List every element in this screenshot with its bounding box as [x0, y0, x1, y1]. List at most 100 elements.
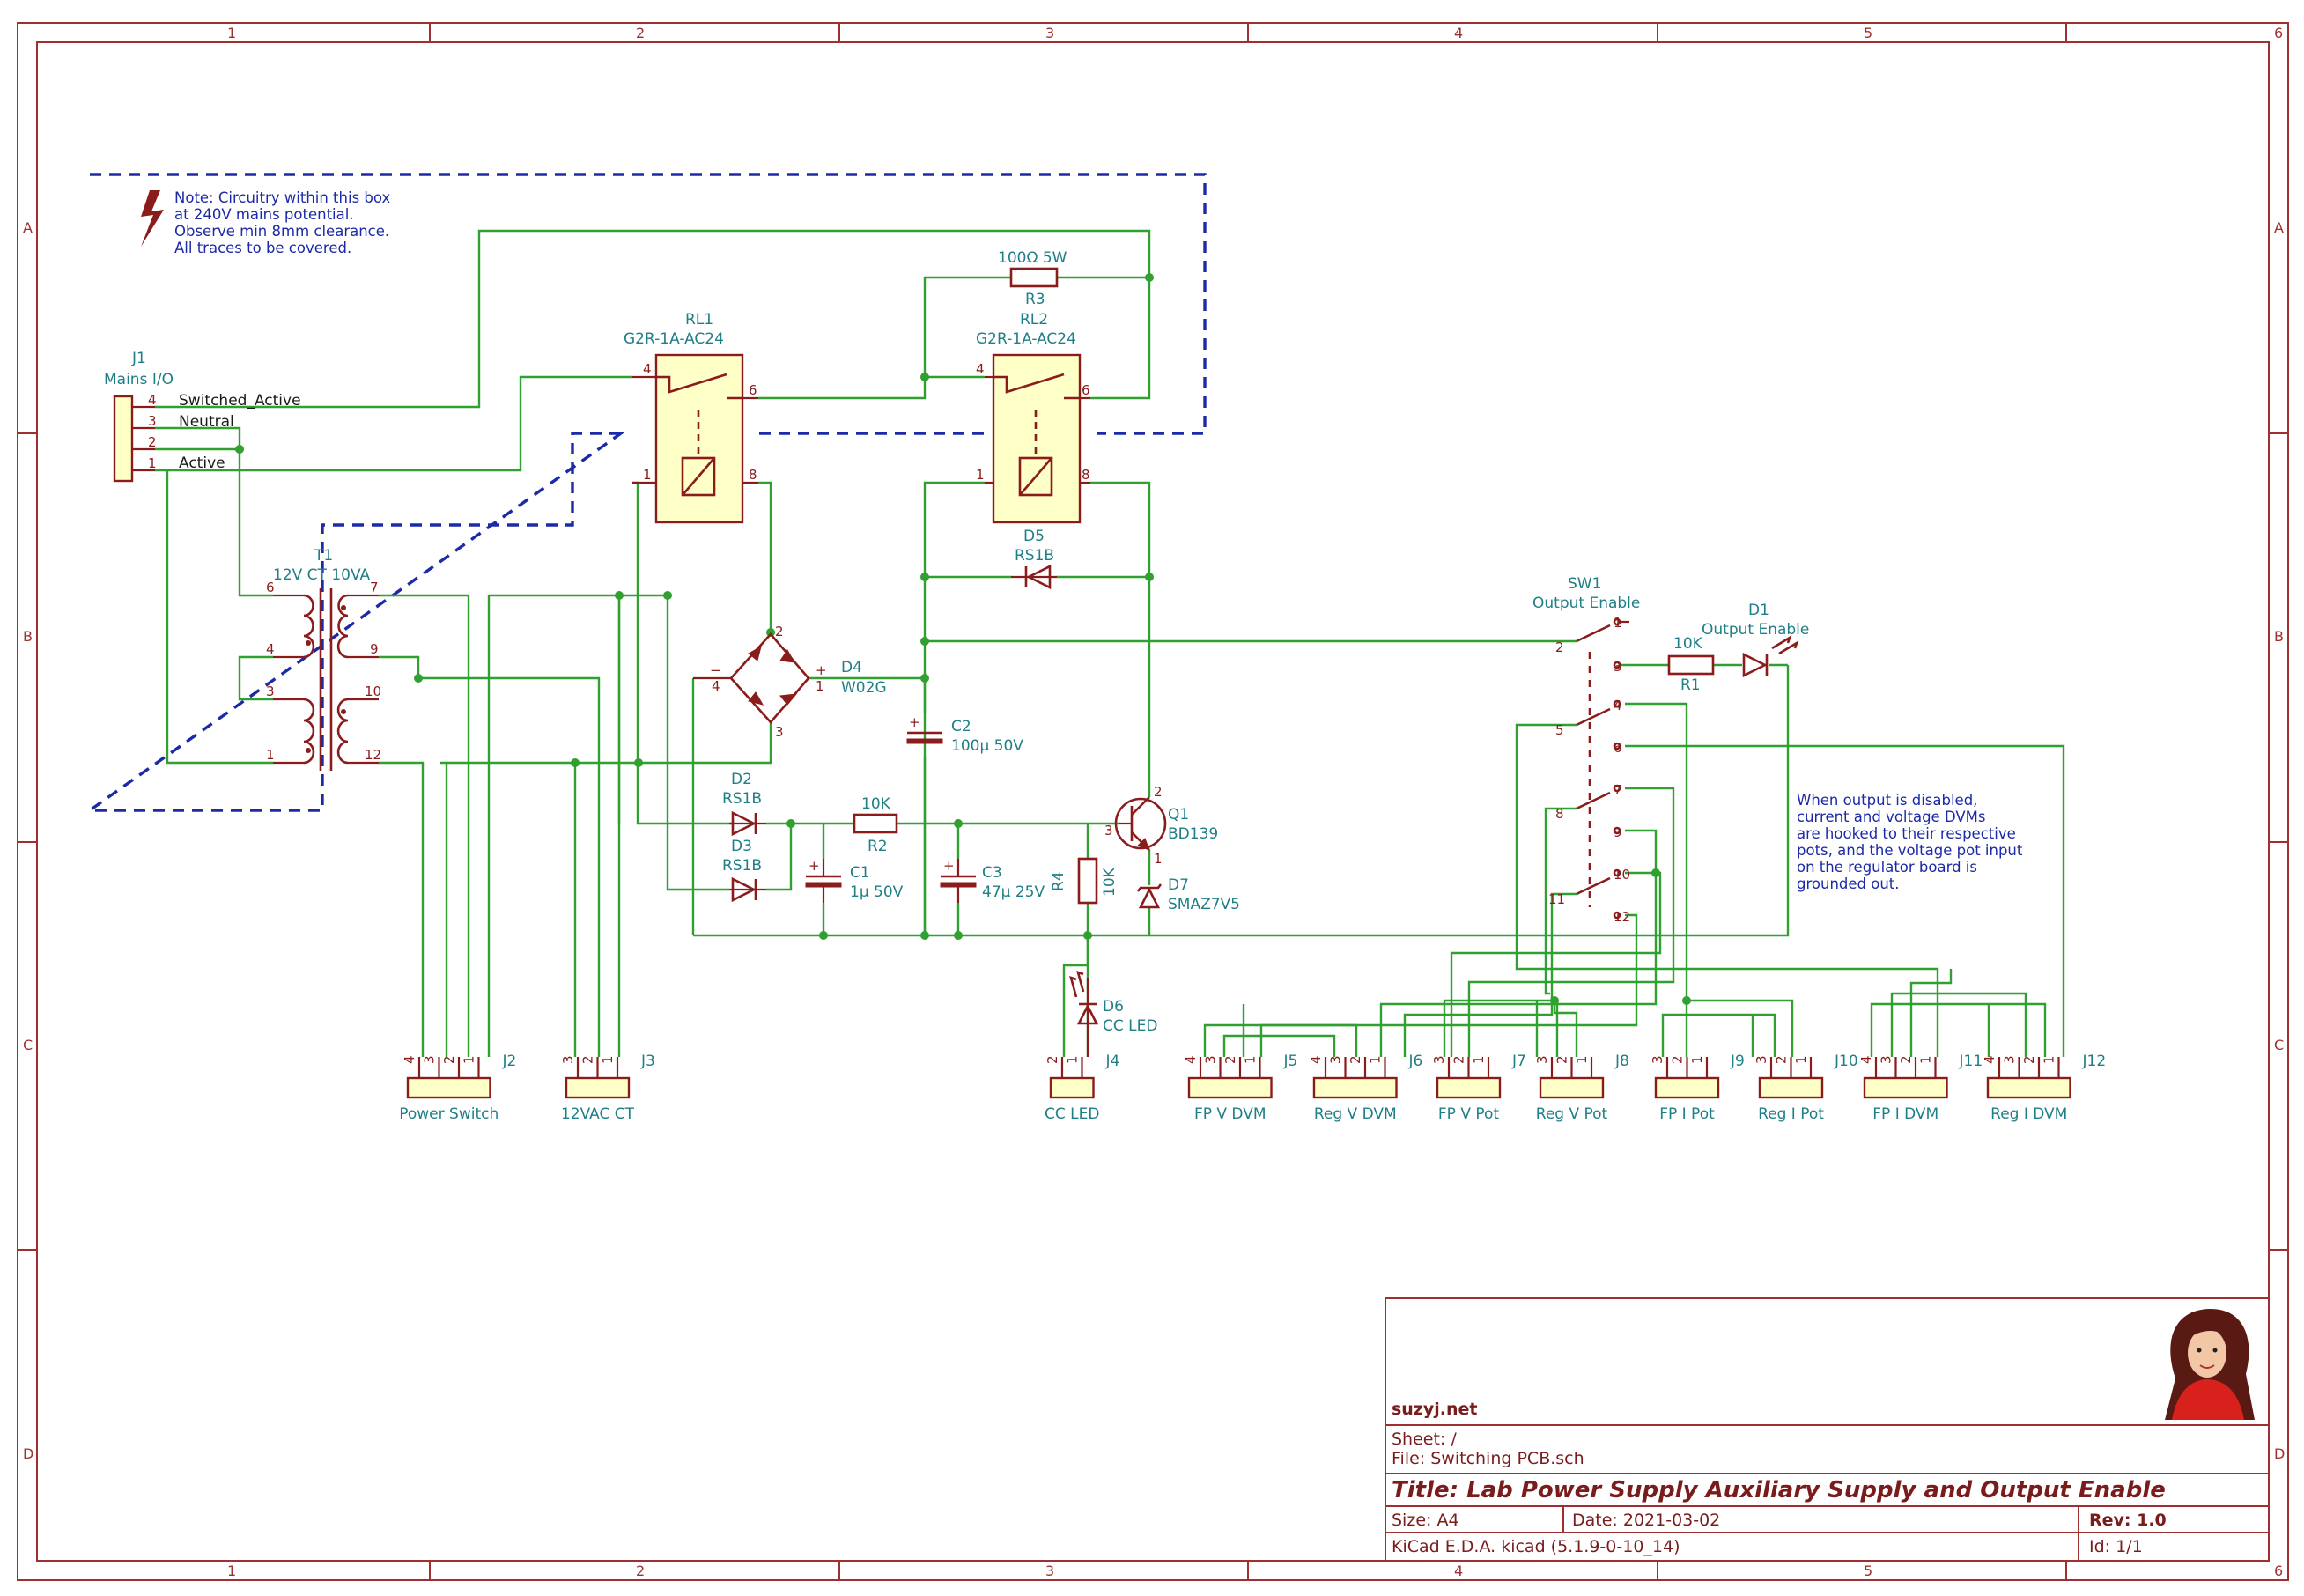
j6-pin-2: 2 — [1348, 1055, 1363, 1064]
high-voltage-icon — [141, 190, 164, 247]
t1-pin-7: 7 — [370, 580, 379, 595]
sw1-pin-9: 9 — [1614, 824, 1622, 840]
r4-ref: R4 — [1050, 871, 1067, 891]
rl1-pin-8: 8 — [749, 467, 757, 483]
r2-ref: R2 — [868, 838, 888, 855]
j12-ref: J12 — [2082, 1053, 2107, 1070]
j2-pin-4: 4 — [402, 1055, 417, 1064]
sw1-pin-1: 1 — [1614, 615, 1622, 631]
j5-pin-3: 3 — [1203, 1055, 1219, 1064]
j6-pin-1: 1 — [1368, 1055, 1384, 1064]
rl2-pin-6: 6 — [1082, 382, 1090, 398]
resistor-r3: 100Ω 5W R3 — [998, 249, 1067, 308]
j9-pin-2: 2 — [1670, 1055, 1686, 1064]
j2-value: Power Switch — [399, 1105, 498, 1123]
zone-row-d: D — [23, 1445, 33, 1462]
d6-ref: D6 — [1103, 998, 1124, 1016]
j9-value: FP I Pot — [1659, 1105, 1715, 1123]
led-d6: D6 CC LED — [1062, 935, 1157, 1057]
d5-value: RS1B — [1015, 547, 1054, 565]
j9-pin-3: 3 — [1650, 1055, 1665, 1064]
zener-d7: D7 SMAZ7V5 — [1136, 876, 1240, 913]
net-label-switched-active: Switched_Active — [179, 392, 301, 410]
mains-note-line-1: Note: Circuitry within this box — [174, 189, 390, 206]
t1-value: 12V CT 10VA — [273, 566, 370, 584]
j7-pin-2: 2 — [1451, 1055, 1467, 1064]
j8-value: Reg V Pot — [1536, 1105, 1608, 1123]
d7-ref: D7 — [1168, 876, 1189, 894]
d7-value: SMAZ7V5 — [1168, 896, 1240, 913]
j4-pin-1: 1 — [1065, 1055, 1081, 1064]
d4-ref: D4 — [841, 659, 862, 676]
t1-ref: T1 — [314, 547, 333, 565]
zone-col-5: 5 — [1864, 25, 1872, 41]
zone-col-2: 2 — [636, 25, 645, 41]
r1-ref: R1 — [1680, 676, 1701, 694]
j3-ref: J3 — [640, 1053, 655, 1070]
j1-ref: J1 — [131, 350, 146, 367]
zone-row-b: B — [23, 628, 33, 645]
j12-pin-1: 1 — [2042, 1055, 2057, 1064]
led-d1: D1 Output Enable — [1702, 602, 1809, 678]
diode-d3: D3 RS1B — [722, 838, 766, 903]
c1-plus: + — [809, 858, 820, 874]
tb-tool: KiCad E.D.A. kicad (5.1.9-0-10_14) — [1392, 1537, 1680, 1556]
j6-ref: J6 — [1408, 1053, 1423, 1070]
j11-value: FP I DVM — [1872, 1105, 1938, 1123]
resistor-r2: 10K R2 — [853, 795, 898, 855]
rl2-pin-4: 4 — [976, 361, 985, 377]
mains-note-line-4: All traces to be covered. — [174, 240, 351, 256]
zone-row-a-right: A — [2274, 219, 2284, 236]
t1-pin-4: 4 — [266, 641, 275, 657]
zone-labels: 1 2 3 4 5 6 1 2 3 4 5 6 A B C D A B C D — [23, 25, 2285, 1579]
d6-value: CC LED — [1103, 1017, 1157, 1035]
j11-pin-2: 2 — [1898, 1055, 1914, 1064]
d4-plus: + — [816, 662, 827, 678]
j3-value: 12VAC CT — [561, 1105, 635, 1123]
tb-date: Date: 2021-03-02 — [1572, 1511, 1720, 1530]
j4-pin-2: 2 — [1045, 1055, 1060, 1064]
junctions — [235, 273, 1691, 1005]
j2-ref: J2 — [502, 1053, 517, 1070]
rl1-pin-1: 1 — [643, 467, 652, 483]
resistor-r4: R4 10K — [1050, 857, 1119, 905]
d1-ref: D1 — [1748, 602, 1769, 619]
d4-pin-1: 1 — [816, 678, 824, 694]
zone-col-5-bottom: 5 — [1864, 1563, 1872, 1579]
tb-id: Id: 1/1 — [2089, 1537, 2143, 1556]
output-disable-note: When output is disabled, current and vol… — [1797, 792, 2023, 892]
rl1-ref: RL1 — [685, 311, 713, 329]
zone-row-d-right: D — [2274, 1445, 2285, 1462]
j6-pin-4: 4 — [1308, 1055, 1324, 1064]
j8-pin-2: 2 — [1554, 1055, 1570, 1064]
r1-value: 10K — [1673, 635, 1703, 653]
j10-value: Reg I Pot — [1758, 1105, 1824, 1123]
sw1-pin-6: 6 — [1614, 740, 1622, 756]
sw1-pin-4: 4 — [1614, 698, 1622, 713]
rl2-pin-8: 8 — [1082, 467, 1090, 483]
zone-col-1: 1 — [227, 25, 236, 41]
rl2-value: G2R-1A-AC24 — [976, 330, 1076, 348]
d4-pin-3: 3 — [775, 724, 784, 740]
connector-j1: J1 Mains I/O 4 3 2 1 Switched_Active Neu… — [104, 350, 301, 483]
j3-pin-2: 2 — [580, 1055, 596, 1064]
q1-value: BD139 — [1168, 825, 1218, 843]
sw1-pin-10: 10 — [1614, 867, 1630, 883]
j4-value: CC LED — [1045, 1105, 1099, 1123]
zone-col-1-bottom: 1 — [227, 1563, 236, 1579]
sw1-pin-8: 8 — [1555, 806, 1564, 822]
side-note-line-2: current and voltage DVMs — [1797, 809, 1985, 825]
c1-ref: C1 — [850, 864, 870, 882]
resistor-r1: 10K R1 — [1667, 635, 1715, 694]
c3-ref: C3 — [982, 864, 1002, 882]
j11-pin-1: 1 — [1918, 1055, 1934, 1064]
sw1-pin-12: 12 — [1614, 909, 1630, 925]
